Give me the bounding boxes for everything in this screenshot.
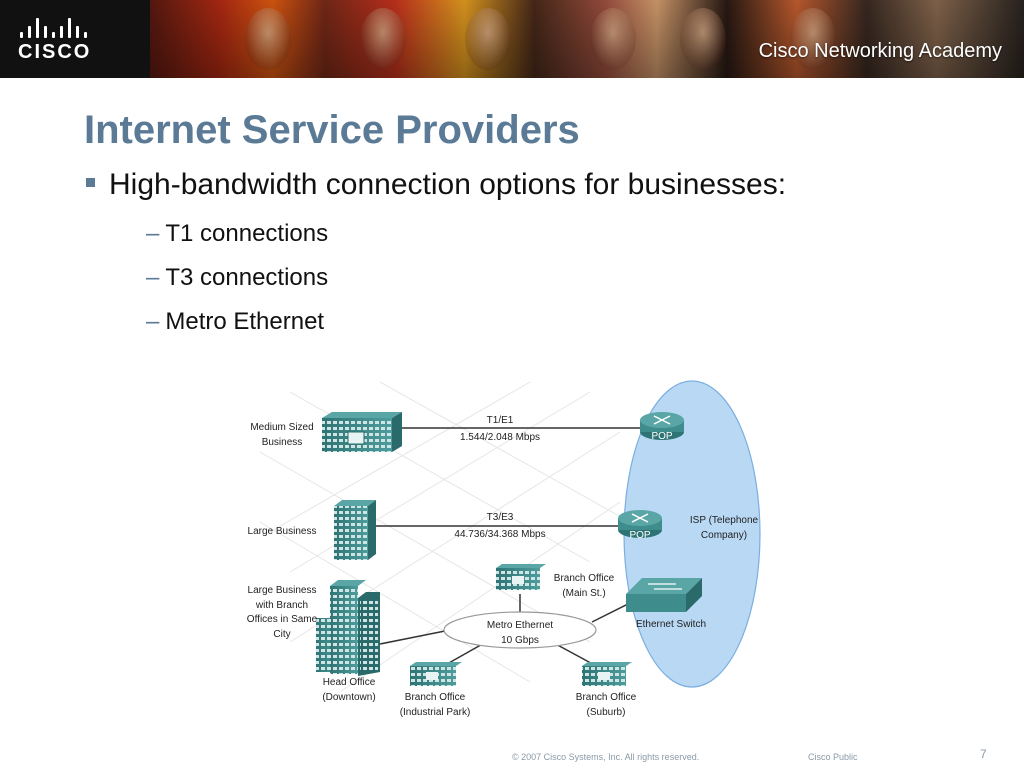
t1-label: T1/E1	[487, 415, 514, 426]
isp-label-1: ISP (Telephone	[690, 515, 759, 526]
ethernet-switch-label: Ethernet Switch	[636, 619, 706, 630]
pop1-label: POP	[651, 431, 672, 442]
cisco-wordmark: CISCO	[18, 41, 92, 63]
medium-business-building-icon	[322, 412, 402, 452]
large-branch-label-1: Large Business	[248, 585, 317, 596]
bullet-square-icon	[86, 177, 95, 187]
t3-label: T3/E3	[487, 512, 514, 523]
header-photo-strip	[150, 0, 1024, 78]
branch-suburb-label-2: (Suburb)	[587, 707, 626, 718]
isp-label-2: Company)	[701, 530, 747, 541]
large-branch-label-3: Offices in Same	[247, 614, 318, 625]
sub-item-text: Metro Ethernet	[165, 308, 325, 335]
large-branch-label-4: City	[273, 629, 290, 640]
t1-speed: 1.544/2.048 Mbps	[460, 432, 540, 443]
sub-item-metro: –Metro Ethernet	[146, 308, 325, 335]
cisco-bridge-icon	[20, 18, 110, 38]
slide-title: Internet Service Providers	[84, 108, 580, 152]
sub-item-t1: –T1 connections	[146, 220, 329, 247]
branch-industrial-label-1: Branch Office	[405, 692, 466, 703]
cisco-logo: CISCO	[18, 14, 138, 64]
head-office-link	[379, 629, 451, 645]
medium-business-label-2: Business	[262, 437, 303, 448]
header-banner: CISCO Cisco Networking Academy	[0, 0, 1024, 78]
sub-item-text: T3 connections	[165, 264, 329, 291]
t3-speed: 44.736/34.368 Mbps	[454, 529, 545, 540]
branch-main-building-icon	[496, 564, 546, 590]
branch-main-label-2: (Main St.)	[562, 588, 605, 599]
ethernet-switch-icon	[626, 578, 702, 612]
head-office-building-icon	[316, 580, 380, 676]
metro-ethernet-ring	[443, 611, 597, 649]
medium-business-label-1: Medium Sized	[250, 422, 313, 433]
academy-wordmark: Cisco Networking Academy	[758, 40, 1002, 62]
branch-suburb-label-1: Branch Office	[576, 692, 637, 703]
main-bullet-text: High-bandwidth connection options for bu…	[109, 168, 787, 201]
branch-industrial-building-icon	[410, 662, 462, 686]
main-bullet: High-bandwidth connection options for bu…	[86, 168, 786, 202]
page-number: 7	[980, 747, 987, 761]
head-office-label-2: (Downtown)	[322, 692, 375, 703]
sub-item-text: T1 connections	[165, 220, 329, 247]
metro-label-1: Metro Ethernet	[487, 620, 553, 631]
pop2-router-icon	[618, 510, 662, 538]
large-branch-label-2: with Branch	[255, 600, 308, 611]
footer-classification: Cisco Public	[808, 752, 858, 762]
branch-suburb-building-icon	[582, 662, 632, 686]
large-business-building-icon	[334, 500, 376, 560]
footer-copyright: © 2007 Cisco Systems, Inc. All rights re…	[512, 752, 700, 762]
sub-item-t3: –T3 connections	[146, 264, 329, 291]
branch-main-label-1: Branch Office	[554, 573, 615, 584]
isp-network-diagram: Medium Sized Business Large Business Lar…	[247, 380, 761, 718]
pop2-label: POP	[629, 530, 650, 541]
pop1-router-icon	[640, 412, 684, 440]
head-office-label-1: Head Office	[323, 677, 376, 688]
branch-industrial-label-2: (Industrial Park)	[400, 707, 471, 718]
large-business-label: Large Business	[248, 526, 317, 537]
metro-label-2: 10 Gbps	[501, 635, 539, 646]
